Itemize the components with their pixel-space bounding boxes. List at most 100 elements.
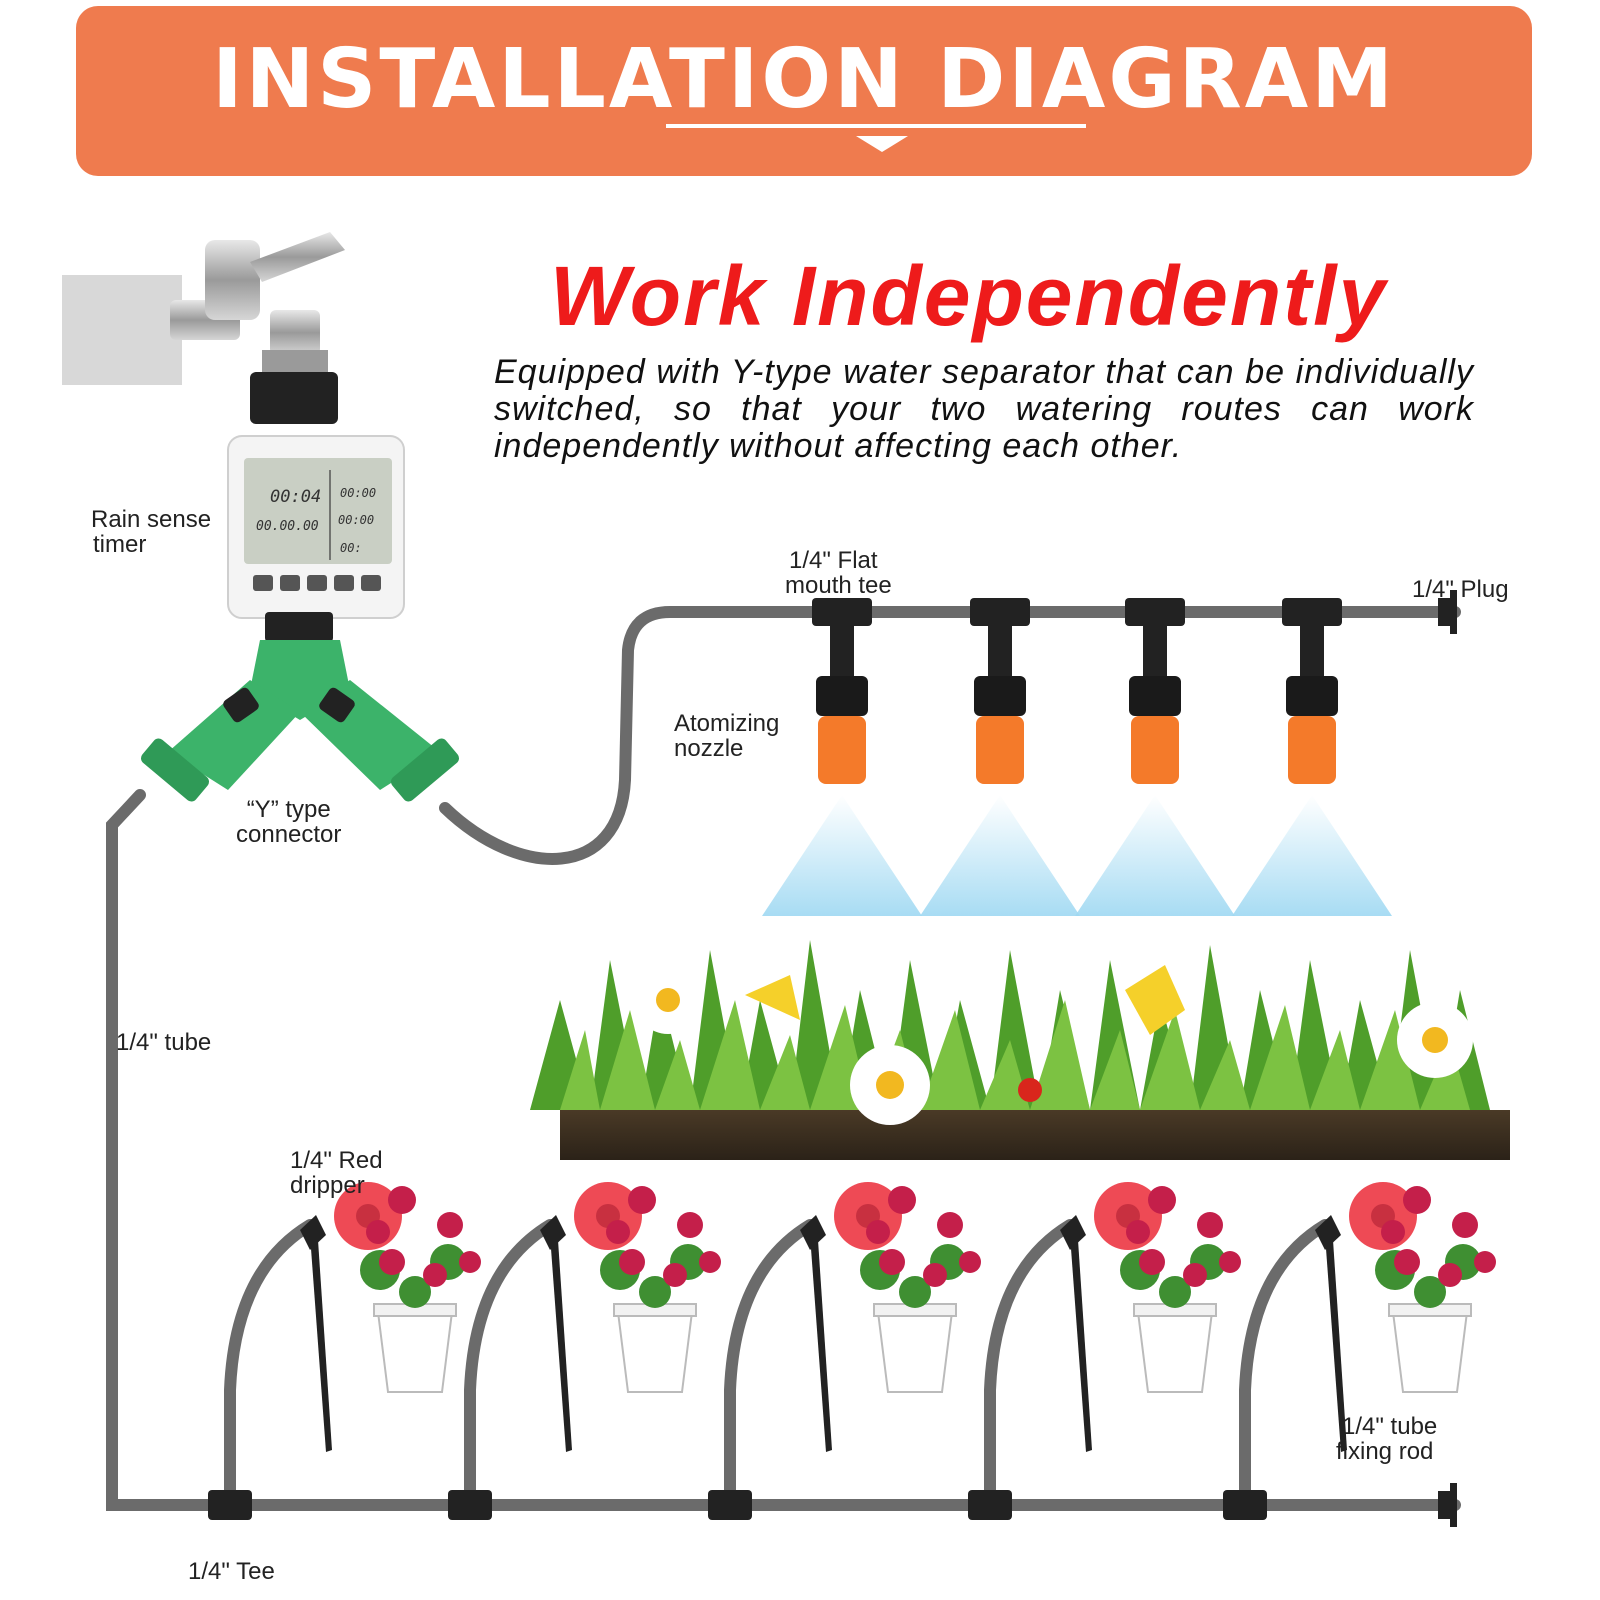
rose-icon bbox=[959, 1251, 981, 1273]
atomizing-nozzle bbox=[1131, 716, 1179, 784]
rose-icon bbox=[1183, 1263, 1207, 1287]
rose-icon bbox=[1197, 1212, 1223, 1238]
tee-connector bbox=[448, 1490, 492, 1520]
leaf bbox=[1414, 1276, 1446, 1308]
down-arrow-icon bbox=[856, 136, 908, 152]
branch-tube bbox=[724, 1219, 816, 1511]
banner-underline bbox=[666, 124, 1086, 128]
dripper-assembly-1 bbox=[208, 1182, 481, 1520]
dripper-assembly-2 bbox=[448, 1182, 721, 1520]
plug-lower bbox=[1438, 1483, 1457, 1527]
svg-text:00:00: 00:00 bbox=[340, 486, 376, 500]
fixing-rod bbox=[310, 1235, 332, 1452]
y-type-connector bbox=[140, 612, 460, 802]
label-tee: 1/4" Tee bbox=[188, 1558, 275, 1585]
leaf bbox=[899, 1276, 931, 1308]
faucet bbox=[62, 232, 345, 385]
description: Equipped with Y-type water separator tha… bbox=[494, 353, 1474, 465]
flat-mouth-tee bbox=[1125, 598, 1185, 626]
mist-spray bbox=[1232, 795, 1392, 916]
dripper-assembly-4 bbox=[968, 1182, 1241, 1520]
rose-icon bbox=[699, 1251, 721, 1273]
dripper-assembly-5 bbox=[1223, 1182, 1496, 1520]
flower-pot bbox=[616, 1311, 694, 1393]
rose-icon bbox=[879, 1249, 905, 1275]
rose-icon bbox=[628, 1186, 656, 1214]
atomizing-nozzle bbox=[1288, 716, 1336, 784]
timer-button-4 bbox=[334, 575, 354, 591]
tee-connector bbox=[208, 1490, 252, 1520]
branch-tube bbox=[1239, 1219, 1331, 1511]
tee-connector bbox=[708, 1490, 752, 1520]
rose-icon bbox=[1148, 1186, 1176, 1214]
branch-tube bbox=[464, 1219, 556, 1511]
atomizing-nozzle bbox=[818, 716, 866, 784]
rose-icon bbox=[619, 1249, 645, 1275]
rose-icon bbox=[1438, 1263, 1462, 1287]
label-plug: 1/4" Plug bbox=[1412, 576, 1509, 603]
flat-mouth-tee bbox=[1282, 598, 1342, 626]
nozzle-assembly-4 bbox=[1232, 598, 1392, 916]
rose-icon bbox=[1403, 1186, 1431, 1214]
timer-button-3 bbox=[307, 575, 327, 591]
tap-adapter bbox=[250, 372, 338, 424]
rose-icon bbox=[388, 1186, 416, 1214]
rose-icon bbox=[1394, 1249, 1420, 1275]
nozzle-assembly-1 bbox=[762, 598, 922, 916]
rose-icon bbox=[423, 1263, 447, 1287]
fixing-rod bbox=[1070, 1235, 1092, 1452]
leaf bbox=[399, 1276, 431, 1308]
ladybug-icon bbox=[1018, 1078, 1042, 1102]
rose-icon bbox=[1474, 1251, 1496, 1273]
rose-icon bbox=[663, 1263, 687, 1287]
lower-main-tube bbox=[106, 789, 1461, 1511]
left-valve-icon bbox=[223, 687, 259, 723]
flat-mouth-tee bbox=[970, 598, 1030, 626]
rose-icon bbox=[866, 1220, 890, 1244]
plug-upper bbox=[1438, 590, 1457, 634]
headline: Work Independently bbox=[550, 249, 1388, 343]
leaf bbox=[1159, 1276, 1191, 1308]
rose-icon bbox=[459, 1251, 481, 1273]
rose-icon bbox=[1126, 1220, 1150, 1244]
garden-bed bbox=[530, 940, 1510, 1160]
title-banner: INSTALLATION DIAGRAM bbox=[76, 6, 1532, 176]
svg-text:00:: 00: bbox=[340, 541, 362, 555]
rose-icon bbox=[1381, 1220, 1405, 1244]
nozzle-assembly-3 bbox=[1075, 598, 1235, 916]
wall-patch bbox=[62, 275, 182, 385]
tee-connector bbox=[968, 1490, 1012, 1520]
svg-text:00:00: 00:00 bbox=[338, 513, 374, 527]
lcd-screen bbox=[244, 458, 392, 564]
timer-button-2 bbox=[280, 575, 300, 591]
fixing-rod bbox=[1325, 1235, 1347, 1452]
faucet-handle bbox=[250, 232, 345, 282]
mist-spray bbox=[1075, 795, 1235, 916]
butterfly-icon bbox=[745, 975, 800, 1020]
rose-icon bbox=[1139, 1249, 1165, 1275]
timer-button-1 bbox=[253, 575, 273, 591]
rose-icon bbox=[1219, 1251, 1241, 1273]
rose-icon bbox=[379, 1249, 405, 1275]
flower-pot bbox=[1391, 1311, 1469, 1393]
rose-icon bbox=[923, 1263, 947, 1287]
rose-icon bbox=[366, 1220, 390, 1244]
nozzle-assembly-2 bbox=[920, 598, 1080, 916]
right-valve-icon bbox=[319, 687, 355, 723]
tube-lines bbox=[106, 606, 1461, 1511]
banner-title: INSTALLATION DIAGRAM bbox=[212, 32, 1396, 127]
rose-icon bbox=[1452, 1212, 1478, 1238]
rose-icon bbox=[437, 1212, 463, 1238]
rose-icon bbox=[888, 1186, 916, 1214]
mist-spray bbox=[920, 795, 1080, 916]
tee-connector bbox=[1223, 1490, 1267, 1520]
fixing-rod bbox=[810, 1235, 832, 1452]
dripper-assembly-3 bbox=[708, 1182, 981, 1520]
mist-spray bbox=[762, 795, 922, 916]
